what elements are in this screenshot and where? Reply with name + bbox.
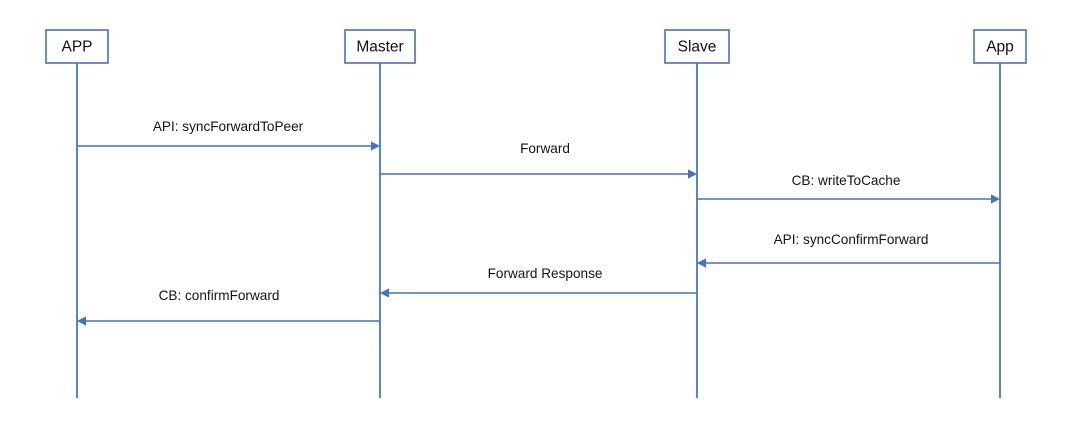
participant-box-rect-app_left (45, 29, 109, 64)
message-m4[interactable]: API: syncConfirmForward (697, 232, 1000, 268)
message-arrowhead-m5 (380, 288, 389, 298)
participant-box-app_right[interactable]: App (973, 29, 1027, 64)
message-m3[interactable]: CB: writeToCache (697, 173, 1000, 204)
participant-box-rect-master (344, 29, 416, 64)
participants-group: APP Master Slave App (45, 29, 1027, 64)
participant-label-master: Master (356, 39, 403, 56)
message-m1[interactable]: API: syncForwardToPeer (77, 119, 380, 151)
participant-label-slave: Slave (678, 39, 717, 56)
message-arrowhead-m3 (991, 194, 1000, 204)
participant-box-slave[interactable]: Slave (664, 29, 730, 64)
message-label-m5: Forward Response (488, 266, 603, 281)
message-m5[interactable]: Forward Response (380, 266, 697, 298)
participant-box-app_left[interactable]: APP (45, 29, 109, 64)
message-arrowhead-m4 (697, 258, 706, 268)
message-m2[interactable]: Forward (380, 141, 697, 179)
message-arrowhead-m2 (688, 169, 697, 179)
participant-label-app_right: App (986, 39, 1014, 56)
lifelines-group (76, 63, 1001, 398)
participant-box-master[interactable]: Master (344, 29, 416, 64)
message-label-m1: API: syncForwardToPeer (153, 119, 304, 134)
message-label-m4: API: syncConfirmForward (774, 232, 929, 247)
message-label-m3: CB: writeToCache (792, 173, 901, 188)
message-m6[interactable]: CB: confirmForward (77, 288, 380, 326)
participant-label-app_left: APP (61, 39, 92, 56)
participant-box-rect-app_right (973, 29, 1027, 64)
message-arrowhead-m6 (77, 316, 86, 326)
message-arrowhead-m1 (371, 141, 380, 151)
message-label-m2: Forward (520, 141, 570, 156)
message-label-m6: CB: confirmForward (159, 288, 280, 303)
participant-box-rect-slave (664, 29, 730, 64)
